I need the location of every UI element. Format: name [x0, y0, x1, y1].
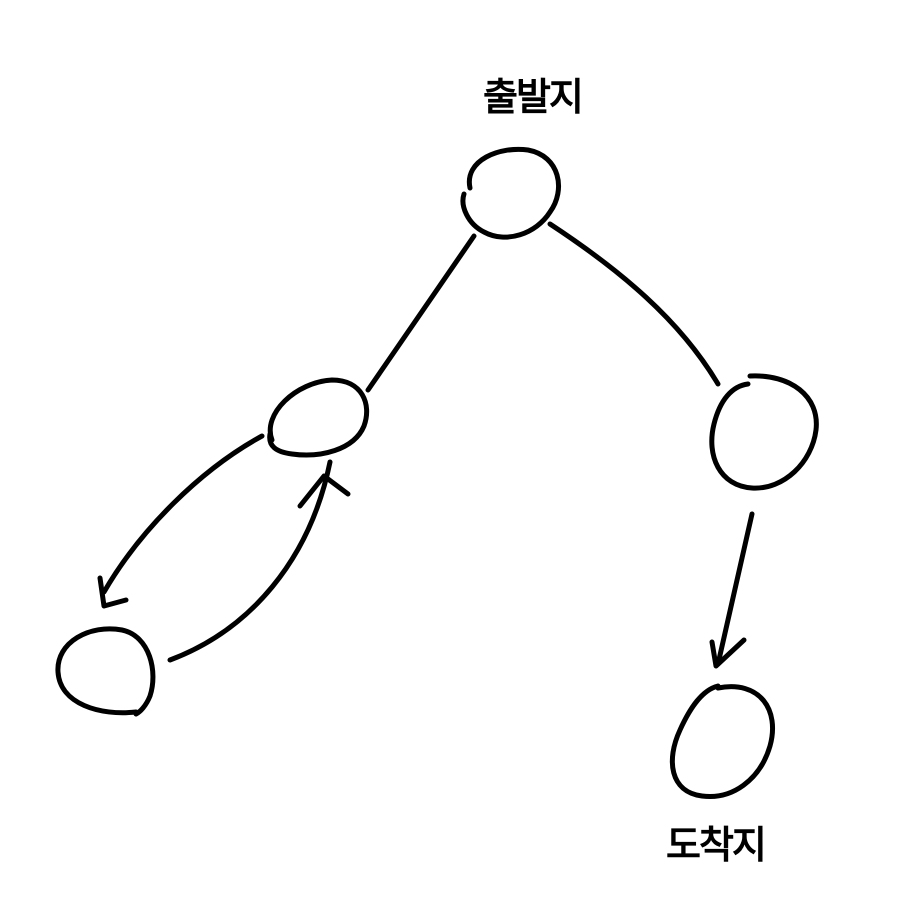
edge-loop-to-left-arrowhead: [297, 473, 351, 509]
edge-left-to-loop-arrowhead: [97, 575, 129, 609]
loop-node: [55, 626, 156, 717]
edge-loop-to-left: [167, 459, 333, 663]
edge-start-to-left: [365, 233, 477, 393]
edge-left-to-loop: [101, 433, 265, 595]
start-label: 출발지: [483, 75, 584, 119]
edge-right-to-end: [715, 511, 755, 667]
edge-right-to-end-arrowhead: [709, 637, 747, 669]
right-middle-node: [709, 373, 819, 491]
edge-start-to-right: [547, 221, 721, 387]
end-label: 도착지: [666, 823, 767, 867]
left-middle-node: [267, 377, 370, 458]
start-node: [460, 146, 561, 240]
end-node: [669, 683, 776, 799]
